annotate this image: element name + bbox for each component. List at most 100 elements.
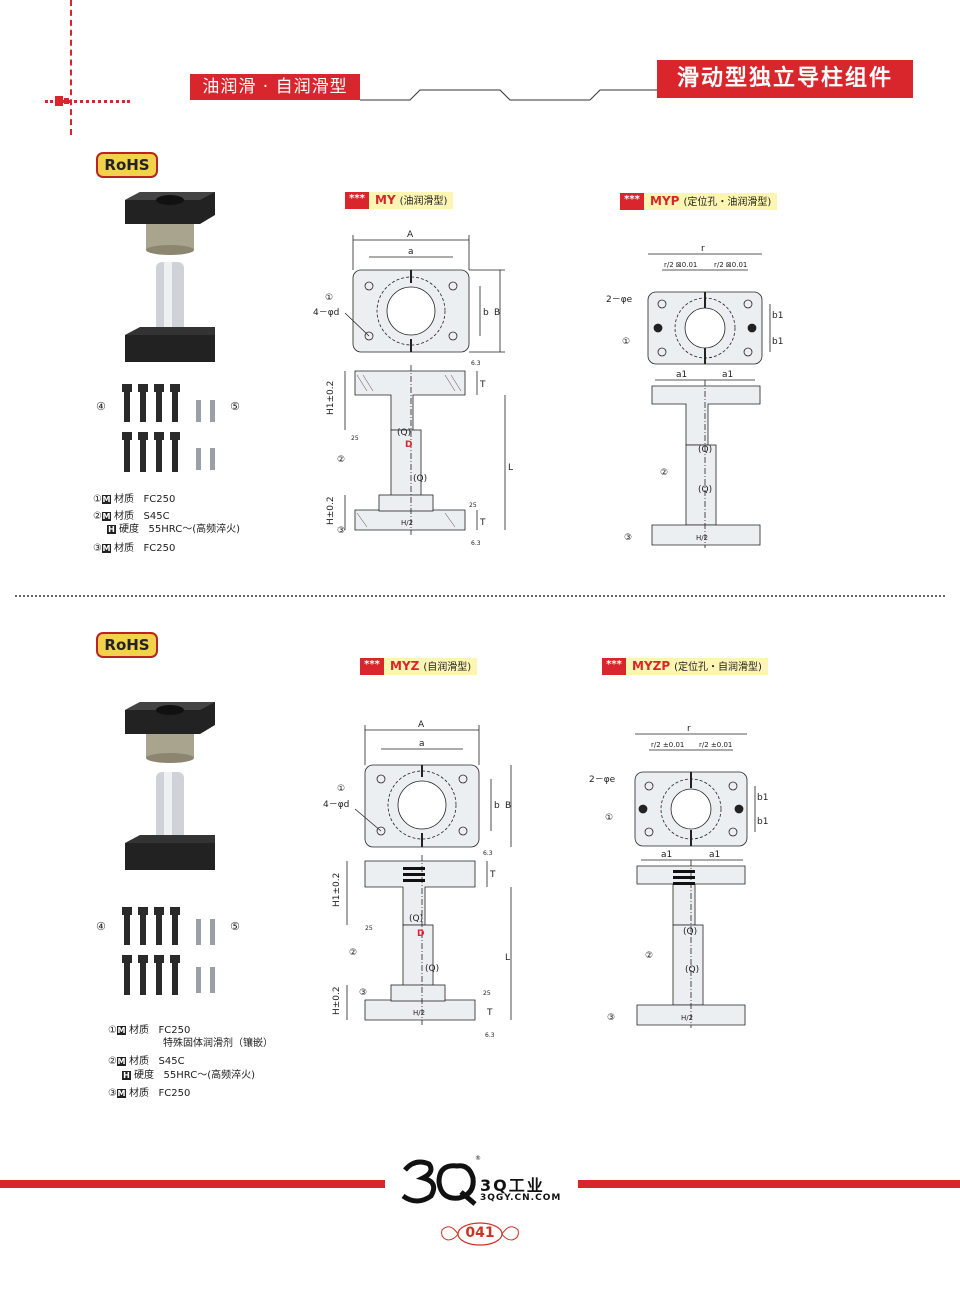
svg-text:2－φe: 2－φe — [589, 775, 616, 785]
header-guide-horizontal — [45, 100, 130, 103]
svg-text:25: 25 — [469, 502, 477, 509]
svg-text:2－φe: 2－φe — [606, 295, 633, 305]
variant-tag-myzp: *** MYZP(定位孔・自润滑型) — [602, 658, 768, 675]
svg-text:③: ③ — [337, 526, 345, 536]
svg-text:(Q): (Q) — [683, 927, 697, 937]
part-bolts-label: ④ — [96, 400, 106, 413]
svg-text:H±0.2: H±0.2 — [332, 986, 342, 1015]
svg-text:b: b — [483, 308, 489, 318]
rohs-badge: RoHS — [96, 632, 158, 658]
svg-text:25: 25 — [351, 435, 359, 442]
svg-text:r/2 ±0.01: r/2 ±0.01 — [651, 741, 684, 749]
svg-text:B: B — [505, 801, 511, 811]
svg-text:②: ② — [337, 455, 345, 465]
svg-text:r/2 ⊠0.01: r/2 ⊠0.01 — [714, 261, 747, 269]
svg-text:(Q): (Q) — [685, 965, 699, 975]
svg-text:r: r — [701, 244, 705, 254]
bolts-and-pins-photo — [122, 384, 215, 472]
section-divider — [15, 595, 945, 597]
svg-text:(Q): (Q) — [425, 964, 439, 974]
svg-text:②: ② — [660, 468, 668, 478]
drawing-myzp: r r/2 ±0.01 r/2 ±0.01 2－φe ① b1 b1 a1 a1… — [589, 724, 768, 1028]
brand-logo: ® — [395, 1150, 575, 1210]
svg-text:D: D — [417, 929, 424, 939]
brand-url: 3QGY.CN.COM — [480, 1193, 562, 1203]
variant-tag-myp: *** MYP(定位孔・油润滑型) — [620, 193, 778, 210]
svg-text:a: a — [408, 247, 414, 257]
svg-text:(Q): (Q) — [698, 485, 712, 495]
variant-tag-my: *** MY(油润滑型) — [345, 192, 454, 209]
svg-text:r/2 ⊠0.01: r/2 ⊠0.01 — [664, 261, 697, 269]
product-photo — [125, 702, 215, 870]
svg-text:①: ① — [325, 293, 333, 303]
series-tag: 油润滑 · 自润滑型 — [190, 74, 360, 100]
svg-text:③: ③ — [607, 1013, 615, 1023]
part-pins-label: ⑤ — [230, 400, 240, 413]
svg-text:①: ① — [337, 784, 345, 794]
svg-text:(Q): (Q) — [413, 474, 427, 484]
svg-text:H/2: H/2 — [696, 534, 708, 542]
header-marker — [55, 96, 63, 106]
bolts-and-pins-photo — [122, 907, 215, 995]
part-pins-label: ⑤ — [230, 920, 240, 933]
variant-tag-myz: *** MYZ(自润滑型) — [360, 658, 478, 675]
svg-text:③: ③ — [359, 988, 367, 998]
svg-text:H/2: H/2 — [681, 1014, 693, 1022]
svg-text:T: T — [486, 1008, 493, 1018]
svg-text:①: ① — [605, 813, 613, 823]
brand-name: 3Q工业 — [480, 1176, 545, 1195]
svg-text:a: a — [419, 739, 425, 749]
svg-text:(Q): (Q) — [409, 914, 423, 924]
part-bolts-label: ④ — [96, 920, 106, 933]
header-ribbon-line — [360, 89, 660, 101]
drawing-myz: A a b B ① 4－φd H1±0.2 (Q) D ② (Q) L H±0.… — [323, 720, 512, 1039]
svg-text:H1±0.2: H1±0.2 — [326, 381, 336, 415]
svg-text:D: D — [405, 440, 412, 450]
svg-text:r: r — [687, 724, 691, 734]
svg-text:b1: b1 — [757, 817, 768, 827]
svg-text:A: A — [418, 720, 425, 730]
svg-text:6.3: 6.3 — [483, 850, 493, 857]
svg-text:6.3: 6.3 — [485, 1032, 495, 1039]
svg-text:b1: b1 — [772, 337, 783, 347]
page-number: 041 — [465, 1225, 495, 1241]
svg-text:B: B — [494, 308, 500, 318]
svg-text:T: T — [479, 518, 486, 528]
svg-text:(Q): (Q) — [698, 445, 712, 455]
svg-text:②: ② — [349, 948, 357, 958]
svg-text:r/2 ±0.01: r/2 ±0.01 — [699, 741, 732, 749]
page-title: 滑动型独立导柱组件 — [657, 60, 913, 98]
svg-text:b: b — [494, 801, 500, 811]
drawing-my: A a b B ① 4－φd H1±0.2 (Q) D ② (Q) L H±0.… — [313, 230, 513, 547]
footer-bar-right — [578, 1180, 960, 1188]
header-guide-vertical — [70, 0, 72, 135]
svg-text:a1: a1 — [722, 370, 733, 380]
svg-text:4－φd: 4－φd — [323, 800, 349, 810]
svg-text:b1: b1 — [757, 793, 768, 803]
svg-text:H1±0.2: H1±0.2 — [332, 873, 342, 907]
svg-text:(Q): (Q) — [397, 428, 411, 438]
svg-text:H±0.2: H±0.2 — [326, 496, 336, 525]
svg-text:①: ① — [622, 337, 630, 347]
svg-text:6.3: 6.3 — [471, 360, 481, 367]
svg-text:6.3: 6.3 — [471, 540, 481, 547]
svg-text:L: L — [505, 953, 510, 963]
svg-text:A: A — [407, 230, 414, 240]
svg-text:b1: b1 — [772, 311, 783, 321]
svg-text:T: T — [479, 380, 486, 390]
svg-text:®: ® — [475, 1155, 481, 1162]
svg-text:4－φd: 4－φd — [313, 308, 339, 318]
svg-text:H/2: H/2 — [401, 519, 413, 527]
product-photo — [125, 192, 215, 362]
svg-text:②: ② — [645, 951, 653, 961]
svg-text:25: 25 — [365, 925, 373, 932]
svg-text:T: T — [489, 870, 496, 880]
svg-text:H/2: H/2 — [413, 1009, 425, 1017]
rohs-badge: RoHS — [96, 152, 158, 178]
